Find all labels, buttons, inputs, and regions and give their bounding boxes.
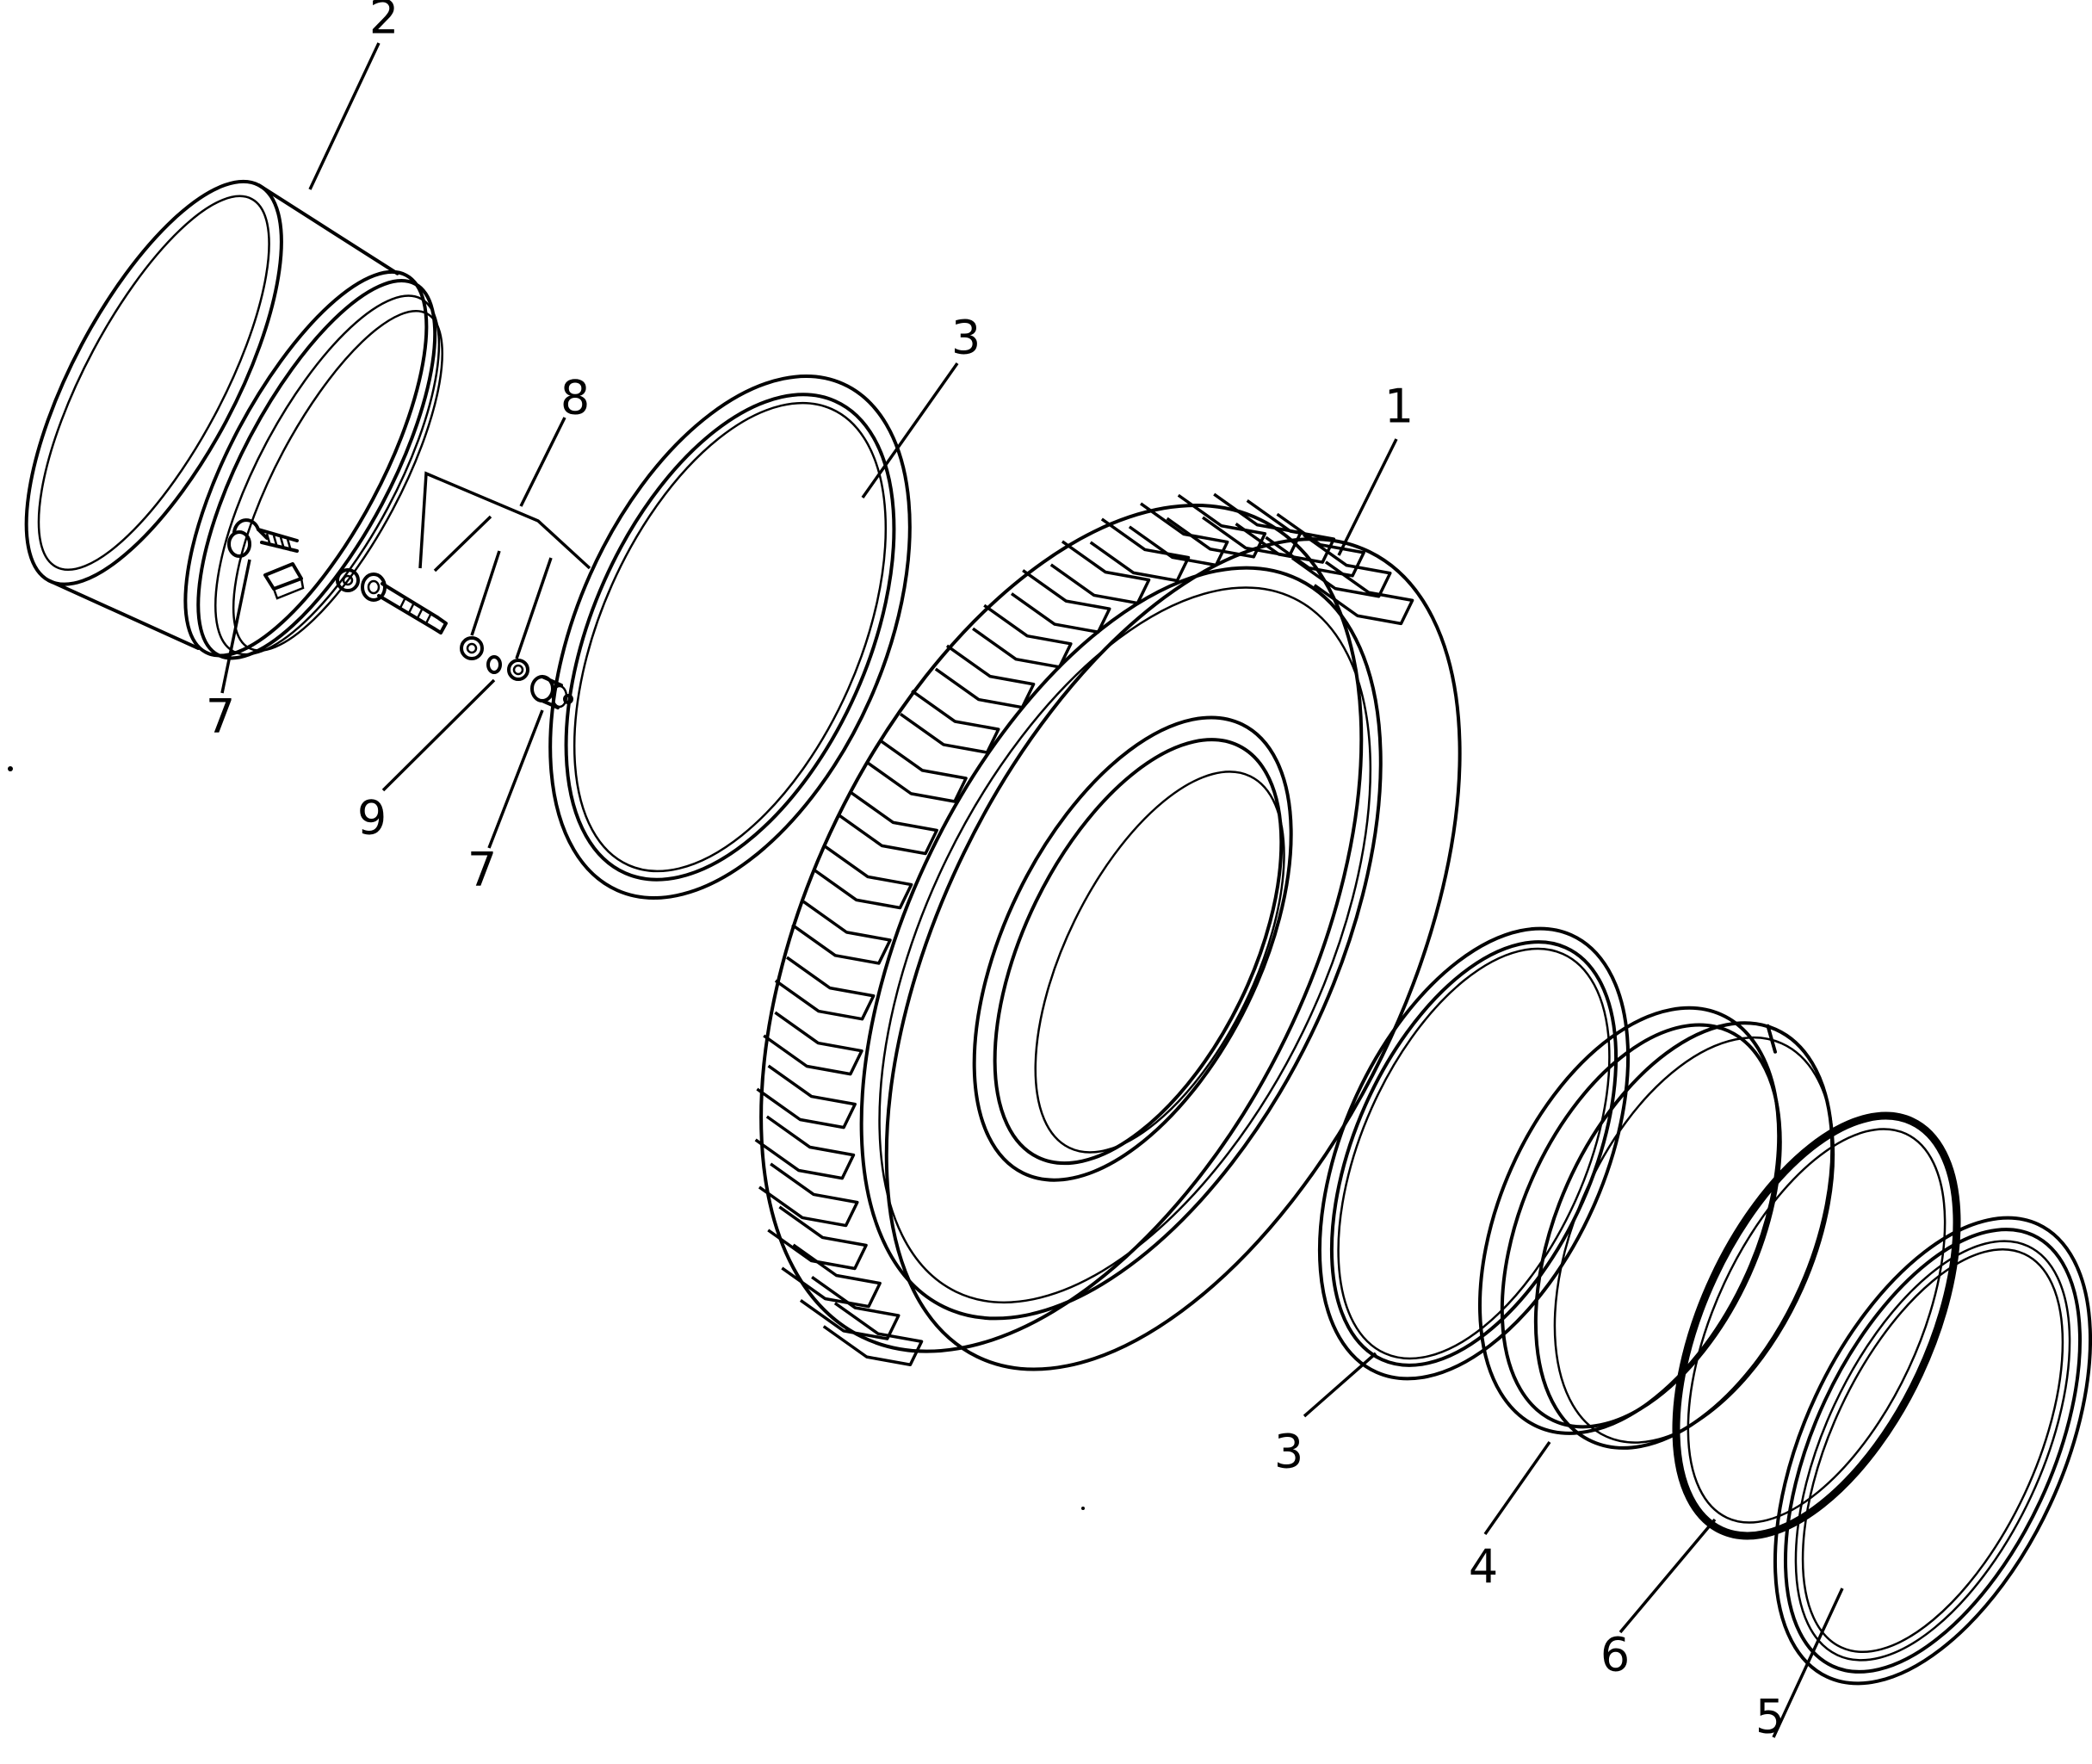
valve-nut-part [460,636,484,660]
callout-label-7-right: 7 [467,843,497,897]
callout-label-8: 8 [560,371,590,425]
tread-lug [1128,502,1229,567]
tread-lug [758,1162,859,1228]
tread-lug [899,690,1000,754]
tread-lug [867,738,968,803]
tread-lug [756,1064,857,1130]
tread-lug [1202,492,1303,558]
callout-label-1: 1 [1384,380,1414,434]
tread-lug [934,644,1036,709]
tread-lug [1265,512,1365,578]
lock-ring-part [1672,1111,1961,1540]
tread-lug [972,603,1073,669]
tread-lug [812,845,913,910]
o-ring-lower-part [1317,926,1631,1381]
tire-part [754,492,1462,1371]
rim-part [24,179,443,660]
tread-lug [1089,517,1191,583]
tread-lug [822,1302,924,1366]
washer-part [486,655,502,674]
valve-body-part [227,518,299,558]
side-ring-part [1478,1006,1835,1450]
tread-lug [754,1115,856,1180]
callout-label-9: 9 [357,791,387,845]
scan-speck-2 [1081,1507,1085,1510]
tread-lug [763,1011,863,1076]
tread-lug [1049,540,1151,605]
tread-lug [1166,493,1267,559]
callout-label-6: 6 [1600,1628,1630,1682]
callout-label-3-lower: 3 [1274,1425,1303,1479]
tread-lug [781,1243,882,1309]
tread-lug [791,900,892,965]
bead-seat-band-part [1773,1216,2092,1686]
callout-label-7-left: 7 [206,690,235,744]
callout-label-4: 4 [1469,1540,1498,1594]
tread-lug [774,956,876,1021]
callout-label-3-upper: 3 [951,311,981,365]
callout-label-2: 2 [369,0,399,45]
valve-nut-part-2 [507,659,529,681]
valve-stem-part [336,568,448,634]
tread-lug [1010,569,1111,634]
scan-speck [8,766,13,771]
rim-lock-slot [263,562,305,600]
tread-lug [767,1205,868,1271]
callout-label-5: 5 [1755,1690,1785,1744]
leader-lines [220,42,1844,1738]
o-ring-upper-part [548,374,912,900]
tread-lug [838,790,938,856]
tread-lug [1313,560,1414,626]
tread-lug [1290,533,1392,598]
